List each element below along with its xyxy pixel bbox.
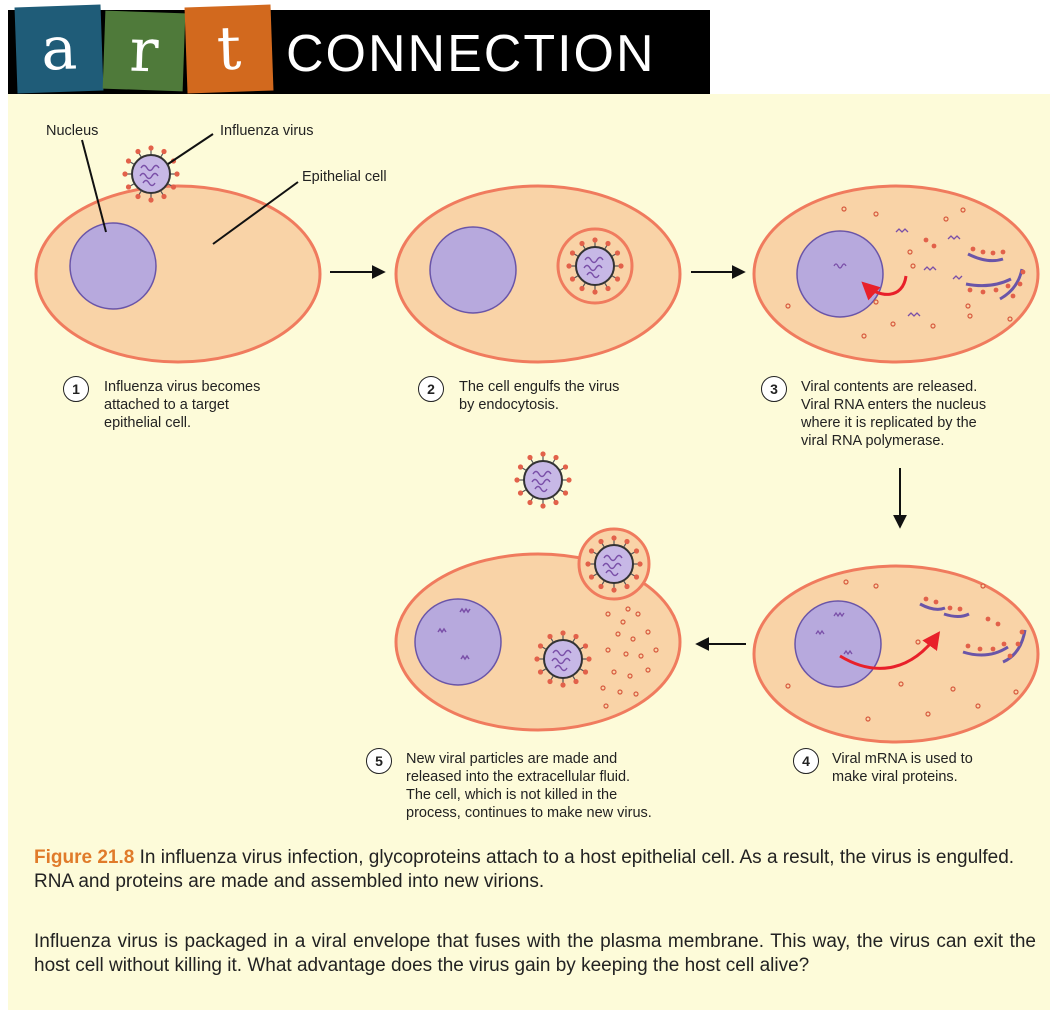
step-4-text: Viral mRNA is used to make viral protein… — [832, 750, 973, 786]
figure-label: Figure 21.8 — [34, 847, 134, 868]
nucleus-1 — [70, 223, 156, 309]
banner-letter-t: t — [185, 5, 274, 94]
step-2-text: The cell engulfs the virus by endocytosi… — [459, 378, 619, 414]
nucleus-3 — [797, 231, 883, 317]
figure-caption-text: In influenza virus infection, glycoprote… — [34, 847, 1014, 892]
art-connection-banner: a r t CONNECTION — [8, 10, 710, 94]
nucleus-4 — [795, 601, 881, 687]
influenza-infection-diagram — [8, 94, 1050, 834]
step-2-number: 2 — [418, 376, 444, 402]
figure-caption: Figure 21.8 In influenza virus infection… — [34, 846, 1034, 894]
banner-title: CONNECTION — [286, 22, 656, 86]
step-5-number: 5 — [366, 748, 392, 774]
step-5-text: New viral particles are made and release… — [406, 750, 652, 822]
influenza-virus-released — [514, 451, 571, 508]
step-4-number: 4 — [793, 748, 819, 774]
nucleus-2 — [430, 227, 516, 313]
step-3-text: Viral contents are released. Viral RNA e… — [801, 378, 986, 450]
art-connection-question: Influenza virus is packaged in a viral e… — [34, 930, 1036, 978]
label-epithelial-cell: Epithelial cell — [302, 168, 387, 186]
banner-letter-r: r — [103, 11, 186, 92]
banner-letter-a: a — [15, 5, 104, 94]
step-1-number: 1 — [63, 376, 89, 402]
step-3-number: 3 — [761, 376, 787, 402]
step-1-text: Influenza virus becomes attached to a ta… — [104, 378, 260, 432]
label-influenza-virus: Influenza virus — [220, 122, 314, 140]
nucleus-5 — [415, 599, 501, 685]
label-nucleus: Nucleus — [46, 122, 98, 140]
